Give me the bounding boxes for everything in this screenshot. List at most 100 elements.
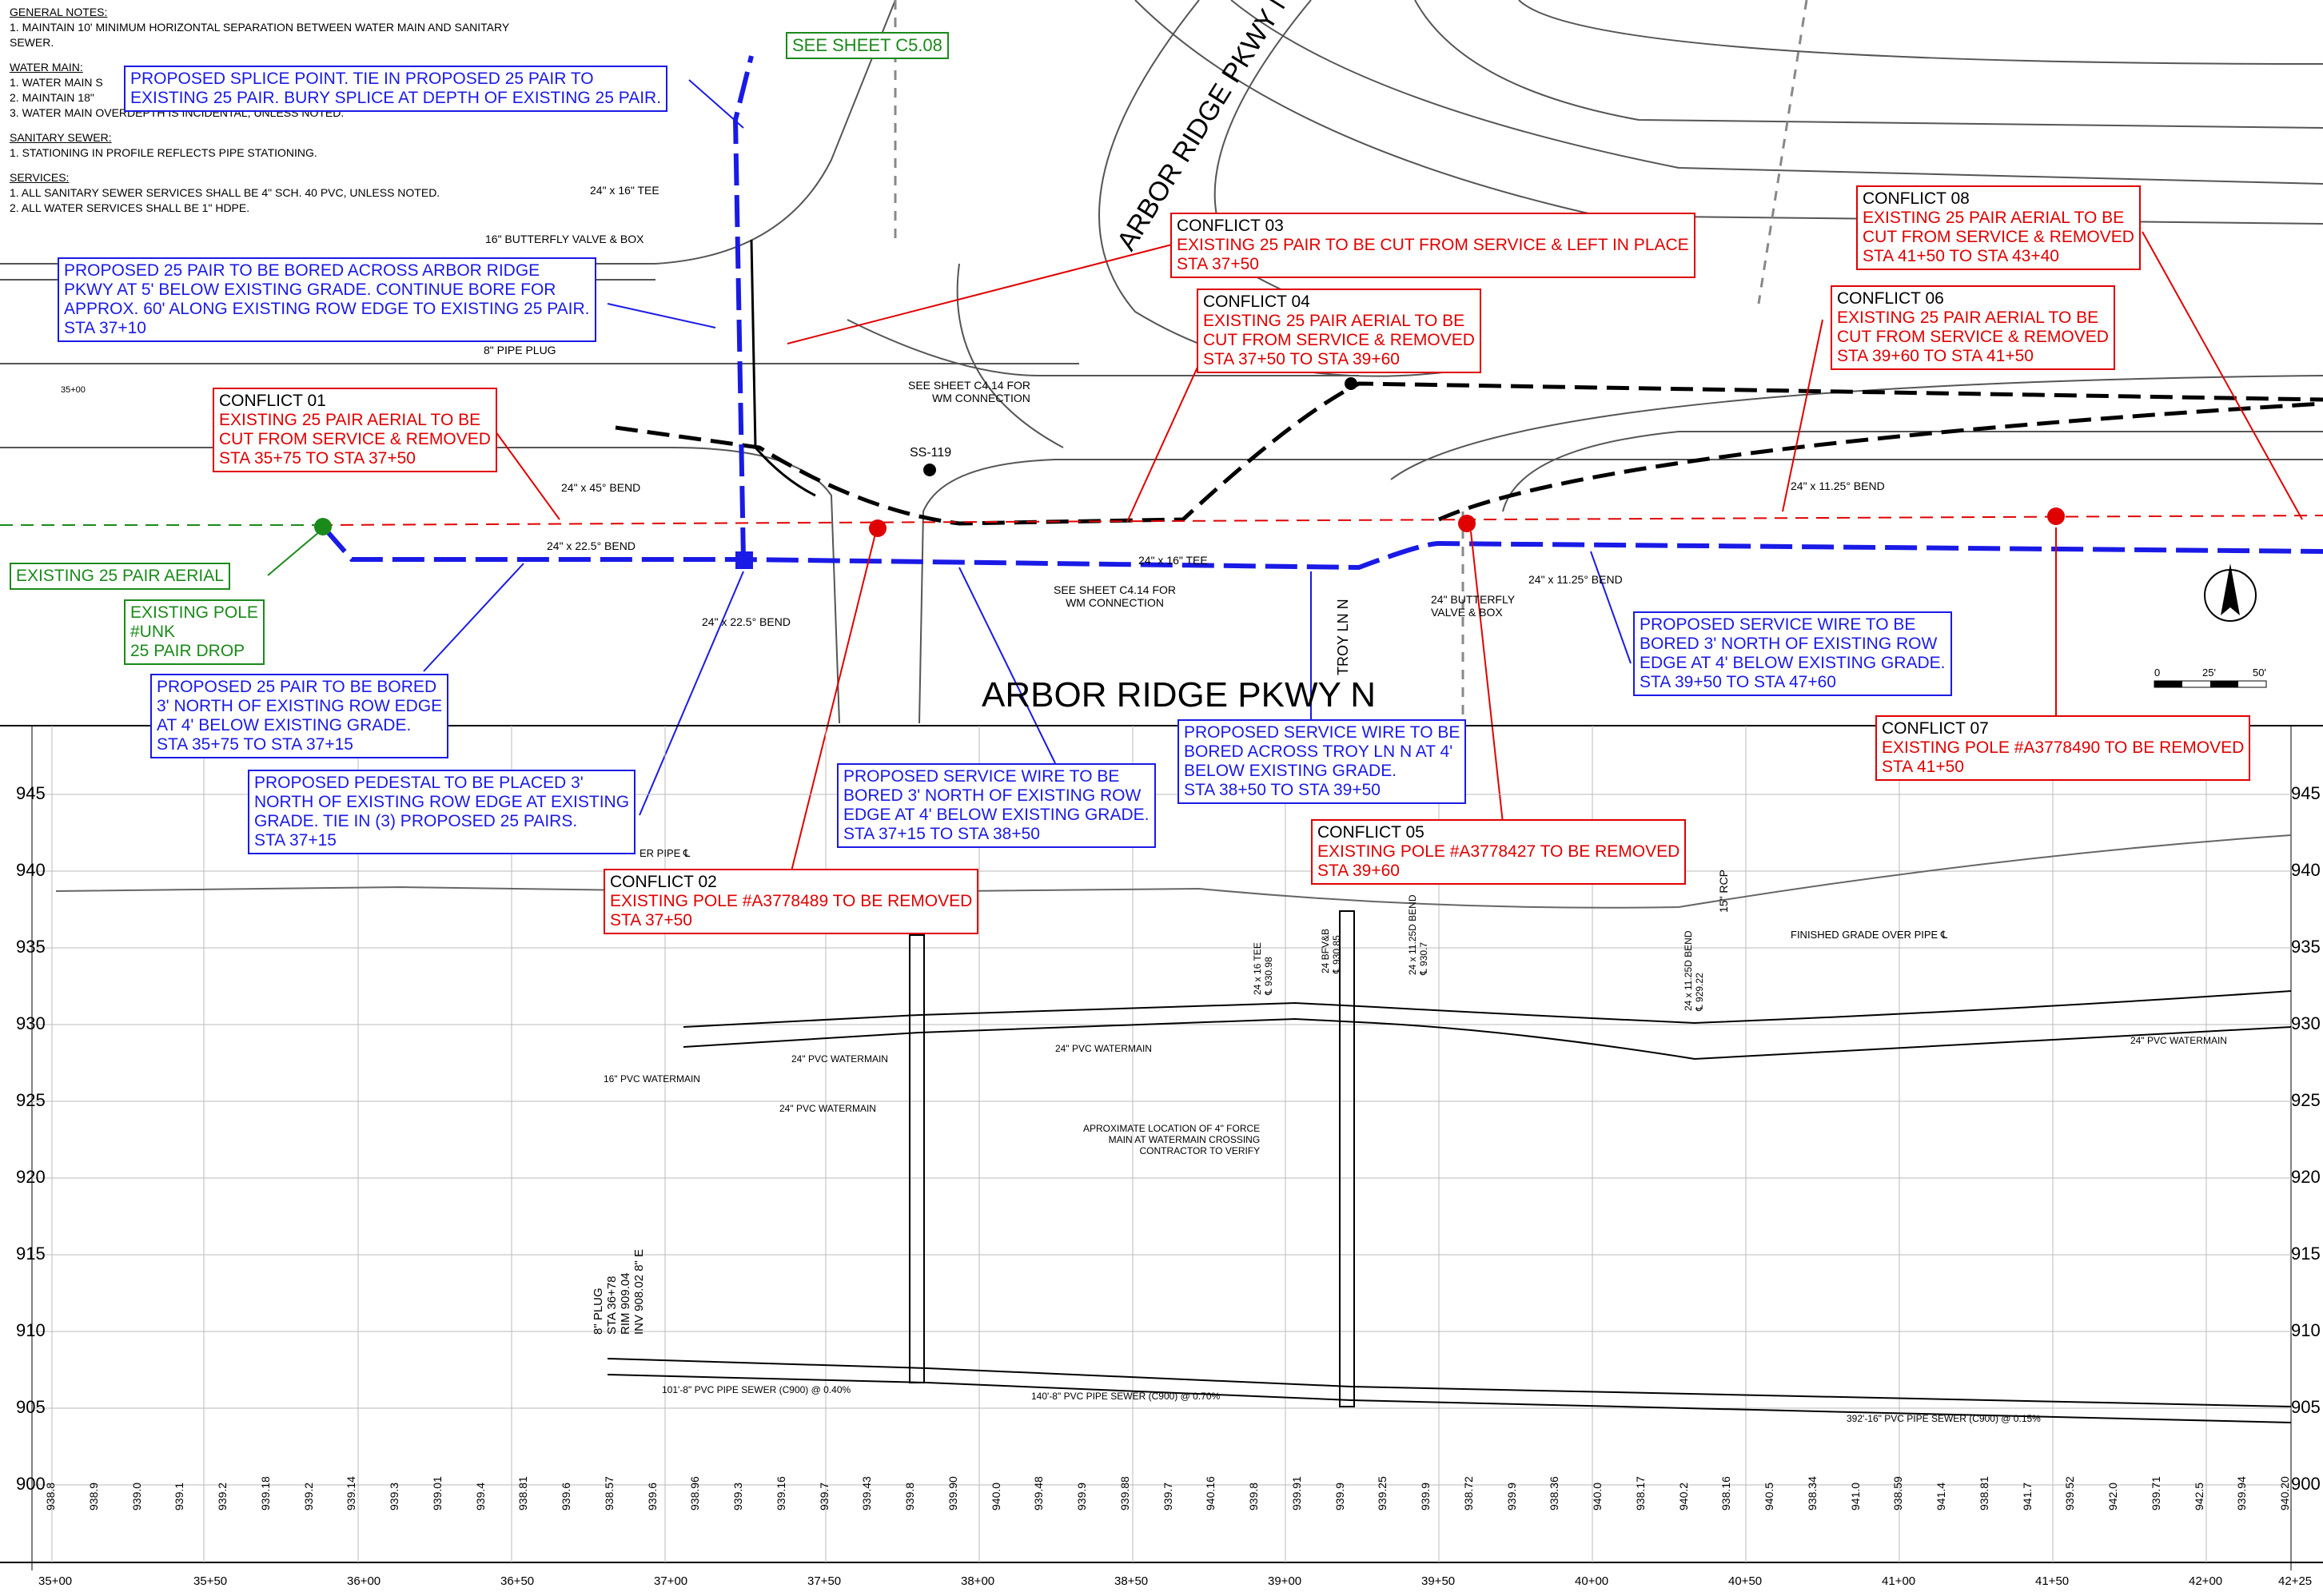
watermain-plan bbox=[750, 239, 816, 497]
label-pipe-plug: 8" PIPE PLUG bbox=[484, 344, 556, 356]
station-label: 37+00 bbox=[654, 1574, 688, 1588]
grade-value-label: 939.48 bbox=[1032, 1476, 1046, 1510]
sanitary-sewer-heading: SANITARY SEWER: bbox=[10, 131, 112, 144]
callout-line: 3' NORTH OF EXISTING ROW EDGE bbox=[157, 697, 443, 715]
grade-value-label: 939.14 bbox=[345, 1476, 358, 1510]
label-line: SEE SHEET C4.14 FOR bbox=[908, 379, 1031, 392]
label-line: 24 x 11.25D BEND bbox=[1407, 894, 1418, 976]
label-sewer-1: 101'-8" PVC PIPE SEWER (C900) @ 0.40% bbox=[662, 1384, 851, 1395]
callout-line: PROPOSED SERVICE WIRE TO BE bbox=[1640, 615, 1916, 634]
sewer-profile-bottom bbox=[607, 1374, 2292, 1423]
callout-line: EXISTING 25 PAIR AERIAL TO BE bbox=[219, 411, 481, 429]
station-label: 39+00 bbox=[1268, 1574, 1302, 1588]
grade-value-label: 939.8 bbox=[1247, 1482, 1260, 1510]
note-line: 1. WATER MAIN S bbox=[10, 76, 103, 89]
callout-line: EXISTING 25 PAIR AERIAL TO BE bbox=[1837, 308, 2099, 327]
grade-value-label: 940.0 bbox=[1591, 1482, 1604, 1510]
callout-line: STA 37+15 TO STA 38+50 bbox=[843, 825, 1040, 843]
label-rcp: 15" RCP bbox=[1717, 870, 1730, 913]
existing-grade-line bbox=[55, 834, 2292, 909]
label-line: STA 36+78 bbox=[605, 1276, 619, 1335]
callout-conflict-05: CONFLICT 05 EXISTING POLE #A3778427 TO B… bbox=[1311, 819, 1687, 885]
label-see-c414-a: SEE SHEET C4.14 FOR WM CONNECTION bbox=[908, 379, 1030, 404]
label-sta-3500: 35+00 bbox=[61, 385, 86, 395]
label-line: WM CONNECTION bbox=[932, 392, 1030, 404]
callout-line: STA 39+60 TO STA 41+50 bbox=[1837, 347, 2034, 365]
label-line: ℄ 930.98 bbox=[1263, 957, 1274, 995]
general-notes-heading: GENERAL NOTES: bbox=[10, 6, 108, 18]
station-label: 38+50 bbox=[1114, 1574, 1149, 1588]
general-notes-block: GENERAL NOTES: 1. MAINTAIN 10' MINIMUM H… bbox=[10, 5, 509, 216]
grade-value-label: 938.59 bbox=[1891, 1476, 1905, 1510]
grade-value-label: 939.90 bbox=[946, 1476, 959, 1510]
callout-line: PROPOSED SPLICE POINT. TIE IN PROPOSED 2… bbox=[130, 70, 594, 88]
label-tee-24x16-mid: 24" x 16" TEE bbox=[1138, 554, 1208, 567]
conflict-title: CONFLICT 06 bbox=[1837, 289, 1944, 308]
profile-lines bbox=[55, 834, 2292, 1423]
label-wm24d: 24" PVC WATERMAIN bbox=[2130, 1035, 2227, 1046]
callout-see-sheet-c508[interactable]: SEE SHEET C5.08 bbox=[786, 32, 949, 59]
note-line: 2. MAINTAIN 18" bbox=[10, 91, 94, 104]
grade-value-label: 939.7 bbox=[1161, 1482, 1174, 1510]
conflict-title: CONFLICT 02 bbox=[610, 873, 717, 891]
pole-a3778489 bbox=[869, 519, 887, 537]
label-line: WM CONNECTION bbox=[1066, 596, 1164, 609]
note-line: 1. STATIONING IN PROFILE REFLECTS PIPE S… bbox=[10, 146, 317, 159]
label-plug: 8" PLUG STA 36+78 RIM 909.04 INV 908.02 … bbox=[592, 1249, 646, 1335]
callout-line: STA 37+50 bbox=[1177, 255, 1259, 273]
note-line: SEWER. bbox=[10, 36, 54, 49]
label-line: INV 908.02 8" E bbox=[632, 1248, 646, 1335]
callout-line: CUT FROM SERVICE & REMOVED bbox=[1203, 331, 1475, 349]
grade-value-label: 939.94 bbox=[2235, 1476, 2249, 1510]
grade-value-label: 939.2 bbox=[301, 1482, 315, 1510]
manhole-39 bbox=[1345, 377, 1357, 390]
callout-line: PROPOSED 25 PAIR TO BE BORED bbox=[157, 678, 437, 696]
label-force-main: APROXIMATE LOCATION OF 4" FORCE MAIN AT … bbox=[1083, 1123, 1260, 1156]
station-label: 40+50 bbox=[1728, 1574, 1763, 1588]
callout-line: BELOW EXISTING GRADE. bbox=[1184, 762, 1397, 780]
callout-line: STA 37+50 bbox=[610, 911, 692, 929]
station-label: 41+50 bbox=[2035, 1574, 2070, 1588]
label-sewer-3: 392'-16" PVC PIPE SEWER (C900) @ 0.15% bbox=[1847, 1413, 2041, 1424]
elev-label: 930 bbox=[16, 1013, 46, 1033]
label-line: VALVE & BOX bbox=[1431, 606, 1503, 619]
road-name-arbor-ridge: ARBOR RIDGE PKWY N bbox=[982, 675, 1377, 714]
callout-line: APPROX. 60' ALONG EXISTING ROW EDGE TO E… bbox=[64, 300, 590, 318]
label-line: RIM 909.04 bbox=[619, 1272, 632, 1335]
callout-line: STA 37+15 bbox=[254, 831, 337, 850]
watermain-profile-bottom bbox=[683, 1017, 2292, 1061]
callout-splice-point: PROPOSED SPLICE POINT. TIE IN PROPOSED 2… bbox=[124, 66, 668, 112]
elev-label: 945 bbox=[2291, 783, 2321, 803]
label-wm24c: 24" PVC WATERMAIN bbox=[1055, 1043, 1152, 1054]
elev-label: 925 bbox=[2291, 1090, 2321, 1110]
grade-value-label: 939.25 bbox=[1376, 1476, 1389, 1510]
grade-value-label: 942.0 bbox=[2106, 1482, 2119, 1510]
grade-value-label: 938.57 bbox=[602, 1476, 616, 1510]
label-bend-1125-b: 24" x 11.25° BEND bbox=[1791, 480, 1885, 492]
label-line: MAIN AT WATERMAIN CROSSING bbox=[1108, 1134, 1261, 1145]
note-line: 1. ALL SANITARY SEWER SERVICES SHALL BE … bbox=[10, 186, 440, 199]
callout-bore-north-row: PROPOSED 25 PAIR TO BE BORED 3' NORTH OF… bbox=[150, 674, 449, 758]
grade-value-label: 940.2 bbox=[1676, 1482, 1690, 1510]
grade-value-label: 938.81 bbox=[1977, 1476, 1990, 1510]
conflict-title: CONFLICT 08 bbox=[1863, 189, 1970, 208]
station-label: 38+00 bbox=[961, 1574, 995, 1588]
callout-line: 25 PAIR DROP bbox=[130, 642, 245, 660]
callout-existing-pole: EXISTING POLE #UNK 25 PAIR DROP bbox=[124, 599, 265, 665]
label-wm16: 16" PVC WATERMAIN bbox=[604, 1073, 700, 1085]
grade-value-label: 939.6 bbox=[560, 1482, 572, 1510]
conflict-title: CONFLICT 03 bbox=[1177, 217, 1284, 235]
label-line: 24 x 16 TEE bbox=[1252, 942, 1263, 995]
callout-line: STA 35+75 TO STA 37+50 bbox=[219, 449, 416, 468]
station-label: 35+00 bbox=[38, 1574, 73, 1588]
conflict-title: CONFLICT 04 bbox=[1203, 293, 1310, 311]
label-finished-grade: FINISHED GRADE OVER PIPE ℄ bbox=[1791, 929, 1948, 941]
grade-value-label: 941.0 bbox=[1848, 1482, 1862, 1510]
elev-label: 905 bbox=[2291, 1397, 2321, 1417]
callout-line: NORTH OF EXISTING ROW EDGE AT EXISTING bbox=[254, 793, 630, 811]
callout-conflict-08: CONFLICT 08 EXISTING 25 PAIR AERIAL TO B… bbox=[1856, 185, 2141, 270]
scale-bar bbox=[2154, 680, 2267, 688]
callout-line: STA 37+50 TO STA 39+60 bbox=[1203, 350, 1400, 368]
grade-value-label: 941.7 bbox=[2020, 1482, 2034, 1510]
callout-line: BORED 3' NORTH OF EXISTING ROW bbox=[843, 786, 1142, 805]
